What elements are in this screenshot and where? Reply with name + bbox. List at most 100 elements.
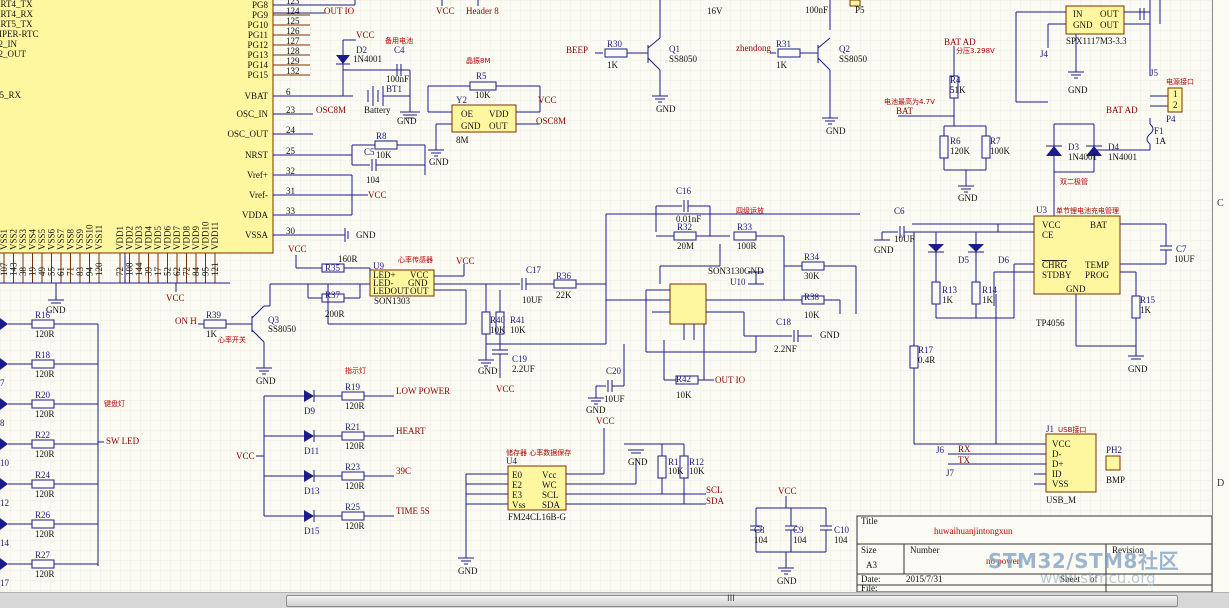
size-label: Size [861,545,877,555]
mcu-right-pin: PG12 [247,40,268,50]
usb-connector-j1[interactable] [948,433,1097,493]
q1-val: SS8050 [669,54,698,64]
mcu-block[interactable]: ART4_TXART4_RXART5_TXMPER-RTC32_IN32_OUT… [0,0,310,283]
mcu-right-pin-num: 30 [286,226,296,236]
usb-pin-vss: VSS [1052,479,1069,489]
u3-pin-temp: TEMP [1085,260,1109,270]
r32-ref: R32 [677,222,692,232]
mcu-bottom-pin: VDD5 [153,226,163,250]
led-diode [0,318,8,330]
c4-ref: C4 [394,45,405,55]
mcu-bottom-pin: VDD4 [144,226,154,250]
eeprom-u4[interactable] [458,428,706,565]
r7-val: 100K [990,146,1011,156]
t39c-label: 39C [396,466,411,476]
r6-val: 120K [950,146,971,156]
c19-ref: C19 [512,354,528,364]
beep-driver[interactable] [595,30,668,103]
d3-val: 1N4001 [1068,152,1097,162]
r30-ref: R30 [607,39,623,49]
q3-ref: Q3 [268,315,279,325]
r42-ref: R42 [676,374,691,384]
u9-pin-ledout: LEDOUT [373,286,409,296]
vbat-circuit[interactable] [273,39,420,119]
u3-pin-vcc: VCC [1042,220,1061,230]
c6-gnd: GND [874,245,894,255]
beep-label: BEEP [566,45,588,55]
charger-tp4056[interactable] [874,215,1172,445]
r23-ref: R23 [345,462,361,472]
u4-ref: U4 [506,456,517,466]
scroll-thumb[interactable]: III [286,594,1178,607]
diode-note: 双二极管 [1060,177,1088,186]
amp-note: 四级运放 [736,206,764,215]
opamp-u10[interactable] [605,200,860,385]
led-res-val: 120R [35,449,55,459]
r33-val: 100R [737,241,757,251]
c18-val: 2.2NF [774,344,797,354]
led-diode [0,358,8,370]
r7-ref: R7 [990,136,1001,146]
heart-sensor-u9[interactable] [269,255,467,325]
y2-vcc: VCC [538,95,557,105]
cap-16v-label: 16V [707,6,723,16]
c20-gnd: GND [586,405,606,415]
ind-note: 指示灯 [345,366,366,375]
mcu-power-rail [0,253,230,304]
file-label: File: [861,583,878,592]
r13-val: 1K [942,295,954,305]
q1-gnd: GND [656,104,676,114]
power-connector-p4[interactable] [1146,87,1183,150]
u9-pin-vcc: VCC [410,270,429,280]
j5-label: J5 [1150,68,1159,78]
mcu-left-pin: 32_IN [0,39,17,49]
mcu-right-pin-num: 124 [286,6,300,16]
c18-gnd: GND [820,330,840,340]
divider-gnd: GND [958,193,978,203]
mcu-right-pin: PG14 [247,60,268,70]
mcu-right-pin: OSC_OUT [227,129,268,139]
c8-ref: C8 [754,525,765,535]
u4-pin-e2: E2 [512,480,522,490]
j7-label: J7 [946,468,955,478]
u3-val: TP4056 [1036,318,1065,328]
u3-pin-ce: CE [1042,230,1054,240]
ruler-d: D [1217,478,1225,489]
ph2-pad [1105,455,1121,471]
regulator-ldo[interactable] [1015,0,1161,103]
mcu-bottom-pin: VSS6 [47,228,57,250]
r41-val: 10K [510,325,526,335]
u9-pin-gnd: GND [408,278,428,288]
c10-ref: C10 [834,525,850,535]
led-res-ref: R22 [35,430,50,440]
heart-switch-q3[interactable] [198,305,272,375]
out-io-top-label: OUT IO [324,6,355,16]
scroll-grip-icon: III [727,594,735,604]
keyboard-led-bank: R16120RR18120R7R20120R8R22120R10R24120R1… [0,310,104,588]
r13-ref: R13 [942,285,958,295]
vibration-driver[interactable] [770,37,838,125]
mcu-bottom-pin: VDD11 [210,222,220,250]
schematic-canvas[interactable]: ART4_TXART4_RXART5_TXMPER-RTC32_IN32_OUT… [0,0,1212,592]
q1-ref: Q1 [669,44,680,54]
zhendong-label: zhendong [736,43,771,53]
mcu-bottom-pin: VSS7 [56,228,66,250]
nrst-circuit [273,140,426,236]
power-note: 电源接口 [1166,77,1194,86]
u4-pin-wc: WC [542,480,557,490]
u9-ref: U9 [373,261,384,271]
time5s-label: TIME 5S [396,506,430,516]
mcu-right-pin-num: 6 [286,87,291,97]
mcu-left-pin: MPER-RTC [0,29,38,39]
c5-ref: C5 [364,147,375,157]
crystal-y2[interactable] [427,81,541,157]
mcu-left-pin: ART5_TX [0,19,33,29]
batt-note: 备用电池 [385,36,413,45]
r17-ref: R17 [918,345,934,355]
bt1-ref: BT1 [386,84,402,94]
u4-pin-e0: E0 [512,470,522,480]
horizontal-scrollbar[interactable]: III [0,592,1229,608]
led-diode [0,558,8,570]
led-diode-ref: 14 [0,538,10,548]
c16-val: 0.01nF [676,214,701,224]
